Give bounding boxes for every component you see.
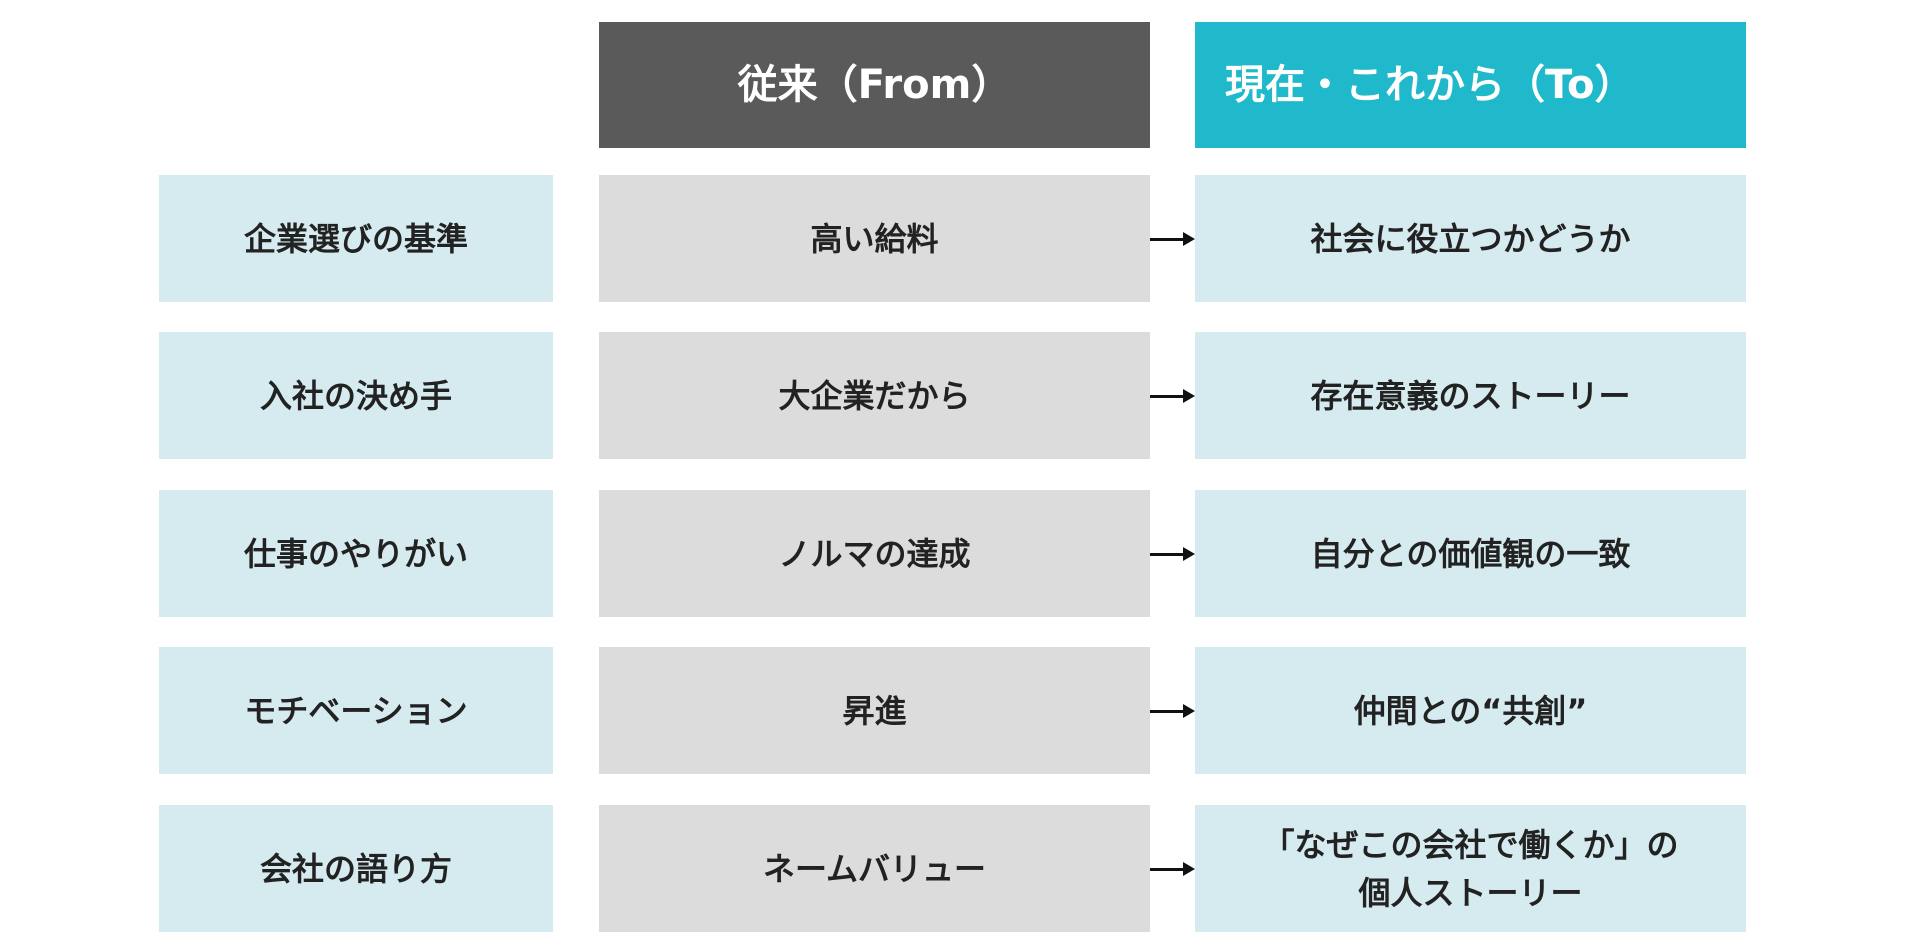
arrow-right-icon — [1150, 386, 1195, 406]
to-cell: 自分との価値観の一致 — [1195, 490, 1746, 617]
to-cell: 仲間との“共創” — [1195, 647, 1746, 774]
arrow-right-icon — [1150, 701, 1195, 721]
arrow-right-icon — [1150, 229, 1195, 249]
row-label: 仕事のやりがい — [159, 490, 553, 617]
from-header: 従来（From） — [599, 22, 1150, 148]
row-label: モチベーション — [159, 647, 553, 774]
from-cell: 昇進 — [599, 647, 1150, 774]
from-cell: 高い給料 — [599, 175, 1150, 302]
from-cell: ノルマの達成 — [599, 490, 1150, 617]
arrow-right-icon — [1150, 859, 1195, 879]
from-cell: ネームバリュー — [599, 805, 1150, 932]
row-label: 企業選びの基準 — [159, 175, 553, 302]
to-cell: 「なぜこの会社で働くか」の 個人ストーリー — [1195, 805, 1746, 932]
to-cell: 存在意義のストーリー — [1195, 332, 1746, 459]
to-cell: 社会に役立つかどうか — [1195, 175, 1746, 302]
to-header: 現在・これから（To） — [1195, 22, 1746, 148]
arrow-right-icon — [1150, 544, 1195, 564]
row-label: 入社の決め手 — [159, 332, 553, 459]
from-cell: 大企業だから — [599, 332, 1150, 459]
row-label: 会社の語り方 — [159, 805, 553, 932]
